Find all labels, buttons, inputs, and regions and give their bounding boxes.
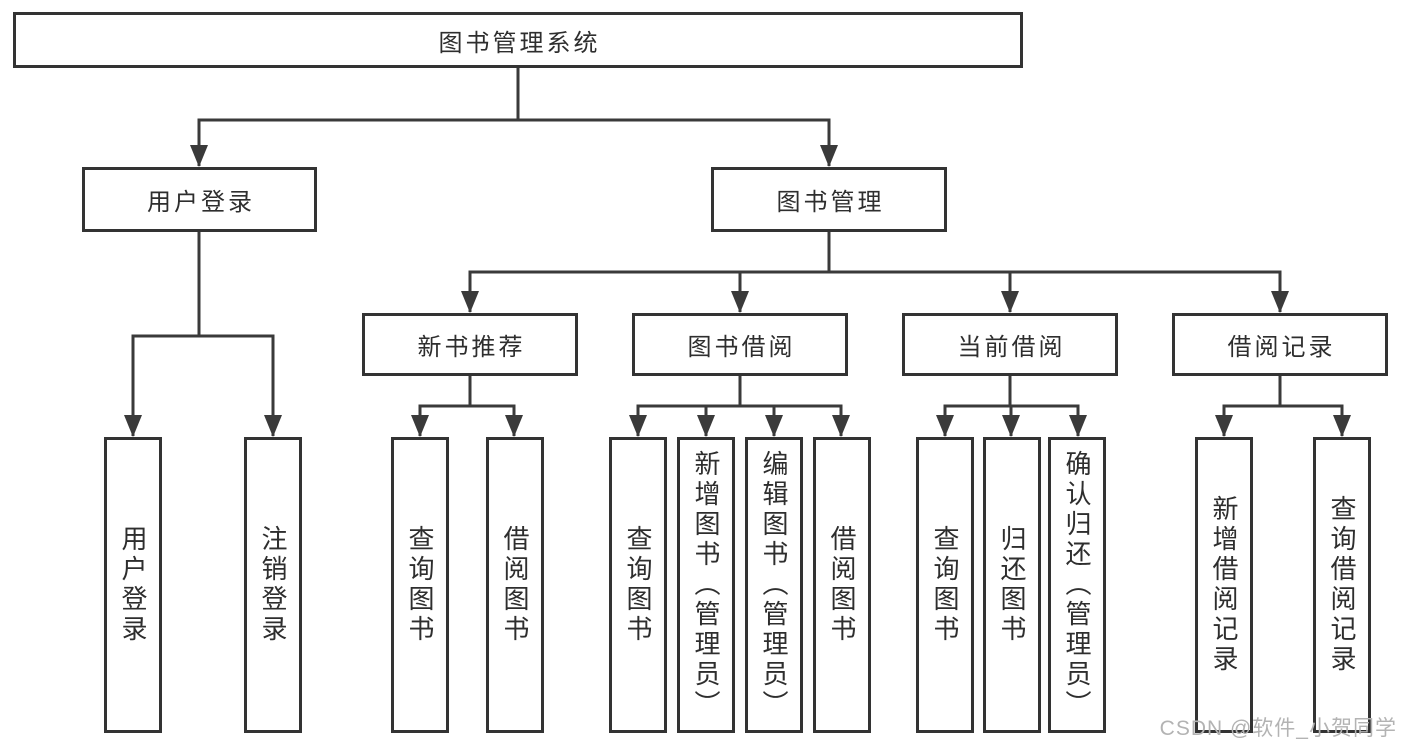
- leaf-add-borrow-record-label: 新增借阅记录: [1209, 495, 1239, 675]
- node-new-book-recommend-label: 新书推荐: [417, 334, 526, 361]
- leaf-query-borrow-record: 查询借阅记录: [1313, 437, 1371, 733]
- node-current-borrow: 当前借阅: [902, 313, 1118, 376]
- leaf-query-books-recommend: 查询图书: [391, 437, 449, 733]
- node-borrow-records: 借阅记录: [1172, 313, 1388, 376]
- csdn-watermark: CSDN @软件_小贺同学: [1159, 717, 1397, 740]
- leaf-user-login-label: 用户登录: [118, 525, 148, 645]
- connector-borrow-records-children: [1215, 374, 1351, 437]
- node-user-login-label: 用户登录: [147, 189, 255, 216]
- connector-current-borrow-children: [936, 374, 1087, 437]
- connector-user-login-children: [124, 230, 282, 437]
- node-new-book-recommend: 新书推荐: [362, 313, 578, 376]
- leaf-logout: 注销登录: [244, 437, 302, 733]
- node-root-library-management-system: 图书管理系统: [13, 12, 1023, 68]
- leaf-borrow-books-2-label: 借阅图书: [827, 525, 857, 645]
- node-book-borrow: 图书借阅: [632, 313, 848, 376]
- node-book-management: 图书管理: [711, 167, 947, 232]
- leaf-return-book: 归还图书: [983, 437, 1041, 733]
- leaf-add-book-admin: 新增图书（管理员）: [677, 437, 735, 733]
- leaf-user-login: 用户登录: [104, 437, 162, 733]
- leaf-query-books-borrow: 查询图书: [609, 437, 667, 733]
- node-book-borrow-label: 图书借阅: [687, 334, 796, 361]
- connector-book-borrow-children: [629, 374, 850, 437]
- connector-book-management-children: [461, 230, 1289, 313]
- leaf-borrow-books-recommend: 借阅图书: [486, 437, 544, 733]
- leaf-query-books-recommend-label: 查询图书: [405, 525, 435, 645]
- connector-root-to-level2: [190, 66, 838, 167]
- leaf-borrow-books-2: 借阅图书: [813, 437, 871, 733]
- node-root-label: 图书管理系统: [438, 29, 601, 57]
- leaf-confirm-return-admin: 确认归还（管理员）: [1048, 437, 1106, 733]
- leaf-confirm-return-admin-label: 确认归还（管理员）: [1062, 450, 1092, 720]
- leaf-query-books-current: 查询图书: [916, 437, 974, 733]
- connector-new-book-recommend-children: [411, 374, 523, 437]
- leaf-edit-book-admin-label: 编辑图书（管理员）: [759, 450, 789, 720]
- leaf-edit-book-admin: 编辑图书（管理员）: [745, 437, 803, 733]
- leaf-add-book-admin-label: 新增图书（管理员）: [691, 450, 721, 720]
- leaf-query-books-borrow-label: 查询图书: [623, 525, 653, 645]
- leaf-logout-label: 注销登录: [258, 525, 288, 645]
- leaf-query-books-current-label: 查询图书: [930, 525, 960, 645]
- node-current-borrow-label: 当前借阅: [957, 334, 1066, 361]
- node-borrow-records-label: 借阅记录: [1227, 334, 1336, 361]
- leaf-add-borrow-record: 新增借阅记录: [1195, 437, 1253, 733]
- node-book-management-label: 图书管理: [776, 189, 885, 216]
- leaf-return-book-label: 归还图书: [997, 525, 1027, 645]
- node-user-login: 用户登录: [82, 167, 317, 232]
- leaf-borrow-books-recommend-label: 借阅图书: [500, 525, 530, 645]
- leaf-query-borrow-record-label: 查询借阅记录: [1327, 495, 1357, 675]
